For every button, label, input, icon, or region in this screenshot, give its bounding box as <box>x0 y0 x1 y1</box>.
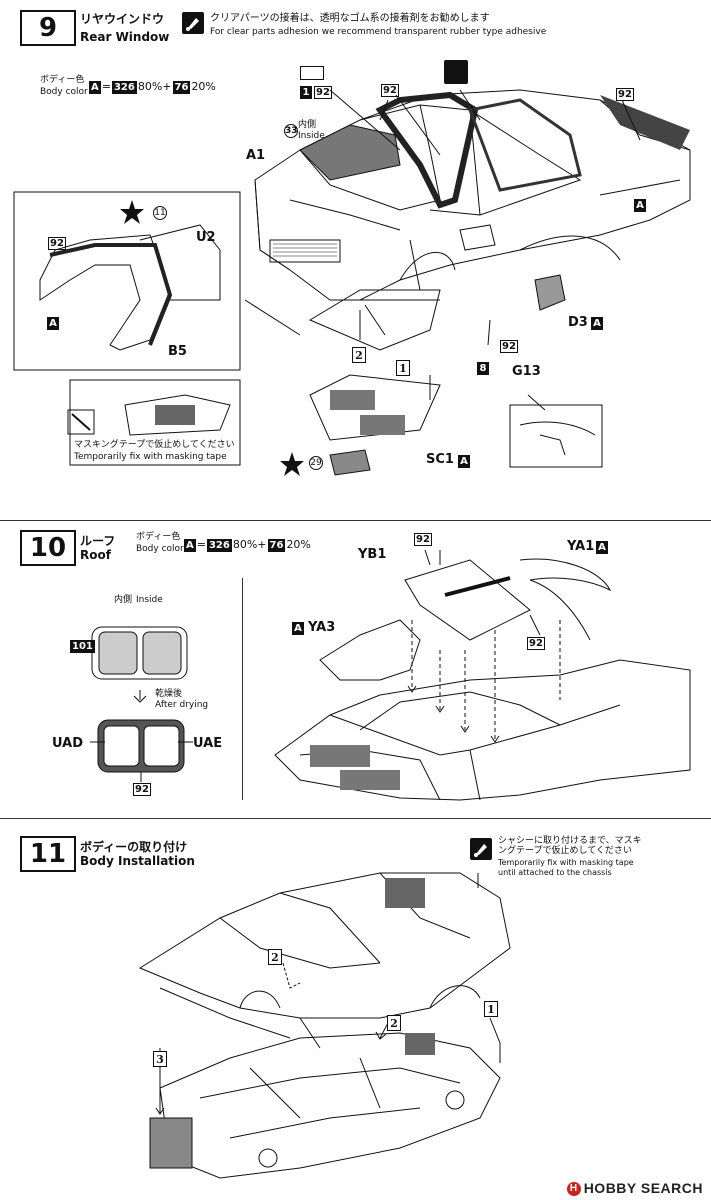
paint-326: 326 <box>111 80 137 94</box>
step-9-title-jp: リヤウインドウ <box>80 12 165 26</box>
step-11-arrow-2b: 2 <box>387 1015 401 1031</box>
label-8: 8 <box>477 362 489 375</box>
step-9-car-body-drawing <box>13 89 691 476</box>
step-9-masking-jp: マスキングテープで仮止めしてください <box>74 440 235 450</box>
step-9-number: 9 <box>20 10 76 46</box>
label-33: 33 <box>284 124 298 138</box>
label-101: 101 <box>70 640 95 653</box>
label-92-yb1: 92 <box>414 533 432 546</box>
label-a1: A1 <box>246 148 266 163</box>
label-92-a: 92 <box>314 86 332 99</box>
label-92-ya: 92 <box>527 637 545 650</box>
step-10-drawing <box>90 549 691 801</box>
watermark-mark: H <box>566 1182 581 1196</box>
step-9-inside-en: Inside <box>298 131 325 141</box>
step-11-drawing <box>138 872 511 1179</box>
label-a-ya1: A <box>596 541 608 554</box>
label-yb1: YB1 <box>358 547 387 562</box>
paint-326-pct: 80%+ <box>137 80 172 93</box>
step-10-title-en: Roof <box>80 548 111 562</box>
step-9-body-color-en: Body color <box>40 87 88 97</box>
label-1: 1 <box>300 86 312 99</box>
step-10-paint-76-pct: 20% <box>286 538 311 551</box>
label-ya3: YA3 <box>308 620 336 635</box>
step-11-note-jp-2: ングテープで仮止めしてください <box>498 846 632 856</box>
step-9-note-jp: クリアパーツの接着は、透明なゴム系の接着剤をお勧めします <box>210 13 490 24</box>
label-u2: U2 <box>196 230 216 245</box>
step-10-divider <box>242 578 243 800</box>
label-11: 11 <box>153 206 167 220</box>
label-a-d3: A <box>591 317 603 330</box>
label-92-right: 92 <box>616 88 634 101</box>
label-92-top: 92 <box>381 84 399 97</box>
label-a-right: A <box>634 199 646 212</box>
decal-icon <box>444 60 468 84</box>
step-11-note-en-2: until attached to the chassis <box>498 868 612 877</box>
glue-icon <box>182 12 204 34</box>
tape-icon <box>470 838 492 860</box>
step-9-body-color-jp: ボディー色 <box>40 75 85 85</box>
step-9-title-en: Rear Window <box>80 30 170 44</box>
label-uae: UAE <box>193 736 223 751</box>
label-a-sc1: A <box>458 455 470 468</box>
part-1-box <box>300 66 324 80</box>
step-11-arrow-1: 1 <box>484 1001 498 1017</box>
step-10-number: 10 <box>20 530 76 566</box>
step-10-inside-en: Inside <box>136 595 163 605</box>
step-9-masking-en: Temporarily fix with masking tape <box>74 452 227 462</box>
label-92-roof: 92 <box>133 783 151 796</box>
step-10-inside-jp: 内側 <box>114 595 133 605</box>
divider-9-10 <box>0 520 711 521</box>
label-29: 29 <box>309 456 323 470</box>
label-ya1: YA1 <box>567 539 595 554</box>
step-10-body-color-en: Body color <box>136 544 184 554</box>
step-2-arrow-label: 2 <box>352 347 366 363</box>
paint-76: 76 <box>172 80 191 94</box>
step-11-number: 11 <box>20 836 76 872</box>
label-92-inset: 92 <box>48 237 66 250</box>
step-10-paint-76: 76 <box>267 538 286 552</box>
label-b5: B5 <box>168 344 187 359</box>
step-11-arrow-2a: 2 <box>268 949 282 965</box>
label-92-g13: 92 <box>500 340 518 353</box>
step-10-body-color-jp: ボディー色 <box>136 532 181 542</box>
step-11-title-jp: ボディーの取り付け <box>80 840 188 854</box>
step-10-paint-326-pct: 80%+ <box>232 538 267 551</box>
step-9-inside-jp: 内側 <box>298 120 317 130</box>
label-uad: UAD <box>52 736 84 751</box>
step-11-note-en-1: Temporarily fix with masking tape <box>498 858 634 867</box>
divider-10-11 <box>0 818 711 819</box>
step-10-title-jp: ルーフ <box>80 534 116 548</box>
label-d3: D3 <box>568 315 588 330</box>
step-11-arrow-3: 3 <box>153 1051 167 1067</box>
watermark-brand: HOBBY SEARCH <box>583 1179 703 1196</box>
color-code-a: A <box>89 80 101 94</box>
step-1-arrow-label: 1 <box>396 360 410 376</box>
step-9-note-en: For clear parts adhesion we recommend tr… <box>210 27 547 37</box>
label-a-ya3: A <box>292 622 304 635</box>
label-sc1: SC1 <box>426 452 454 467</box>
step-10-after-en: After drying <box>155 700 209 710</box>
step-11-note-jp-1: シャシーに取り付けるまで、マスキ <box>498 836 642 846</box>
step-11-title-en: Body Installation <box>80 854 195 868</box>
label-a-inset: A <box>47 317 59 330</box>
step-10-after-jp: 乾燥後 <box>155 689 183 699</box>
label-g13: G13 <box>512 364 541 379</box>
step-10-color-code-a: A <box>184 538 196 552</box>
step-10-paint-326: 326 <box>206 538 232 552</box>
paint-76-pct: 20% <box>191 80 216 93</box>
